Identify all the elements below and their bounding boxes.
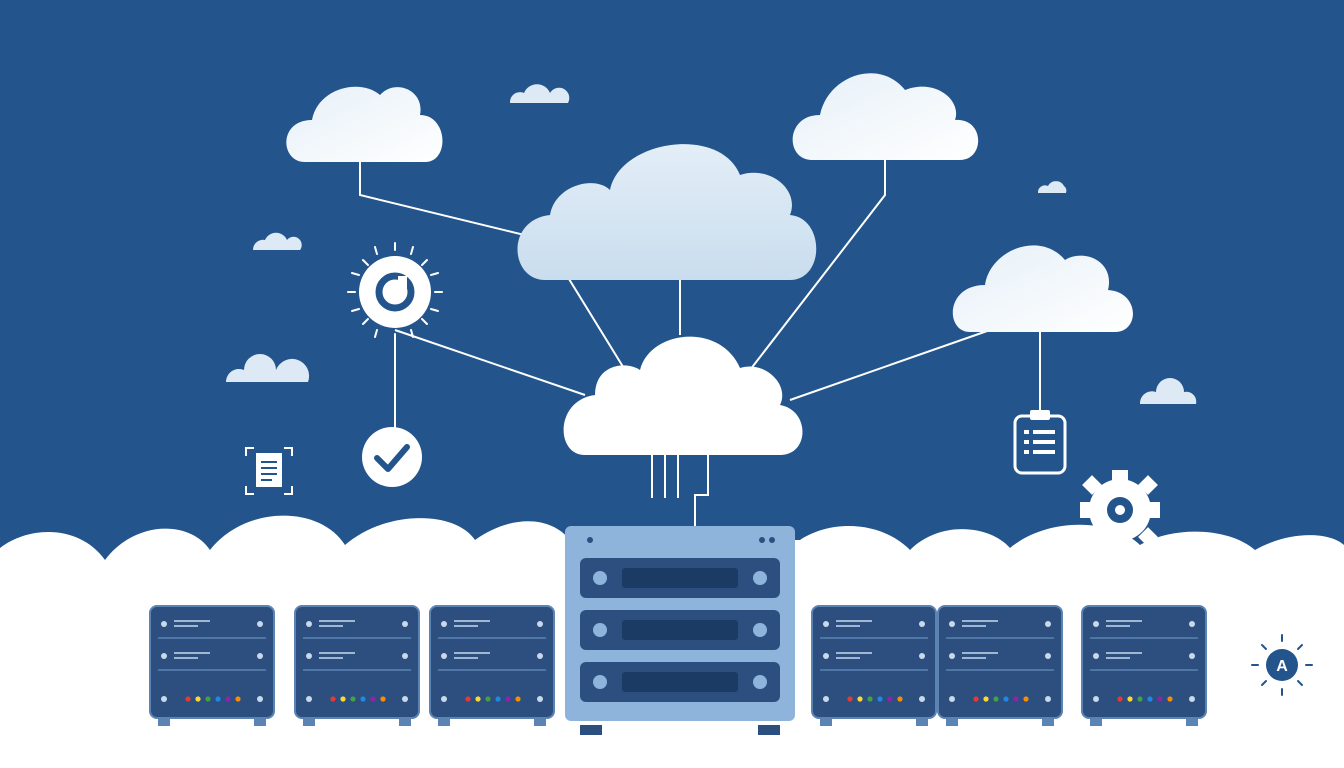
document-frame-icon [245, 447, 293, 495]
server-unit [811, 605, 937, 726]
status-led [205, 696, 211, 702]
status-led [485, 696, 491, 702]
status-led [983, 696, 989, 702]
status-led [867, 696, 873, 702]
cloud-hub [563, 336, 803, 455]
cloud-right [952, 245, 1133, 332]
cloud-top-right [792, 73, 979, 160]
network-connections [359, 160, 1041, 528]
status-led [195, 696, 201, 702]
small-cloud [252, 232, 302, 250]
status-led [370, 696, 376, 702]
status-led [185, 696, 191, 702]
status-led [340, 696, 346, 702]
sparkle-badge-icon: A [1251, 634, 1313, 696]
status-led [1157, 696, 1163, 702]
small-cloud [1037, 181, 1067, 193]
badge-letter: A [1276, 658, 1288, 675]
status-led [225, 696, 231, 702]
small-cloud [509, 84, 570, 103]
server-bay [580, 662, 780, 702]
cloud-central-large [517, 144, 817, 280]
small-clouds [226, 84, 1197, 404]
server-bay [580, 610, 780, 650]
status-led [897, 696, 903, 702]
small-cloud [226, 354, 310, 382]
status-led [505, 696, 511, 702]
gear-icon [1080, 470, 1160, 550]
status-led [515, 696, 521, 702]
server-unit [1081, 605, 1207, 726]
server-unit [149, 605, 275, 726]
status-led [465, 696, 471, 702]
status-led [1167, 696, 1173, 702]
status-led [973, 696, 979, 702]
server-row [149, 605, 1207, 726]
status-led [1147, 696, 1153, 702]
status-led [1137, 696, 1143, 702]
status-led [1013, 696, 1019, 702]
server-unit [294, 605, 420, 726]
checkmark-icon [362, 427, 422, 487]
status-led [235, 696, 241, 702]
status-led [877, 696, 883, 702]
status-led [1003, 696, 1009, 702]
status-led [887, 696, 893, 702]
status-led [1117, 696, 1123, 702]
status-led [330, 696, 336, 702]
status-led [380, 696, 386, 702]
main-server-rack [565, 526, 795, 735]
small-cloud [1139, 378, 1197, 404]
server-bay [580, 558, 780, 598]
status-led [847, 696, 853, 702]
server-unit [937, 605, 1063, 726]
server-unit [429, 605, 555, 726]
status-led [993, 696, 999, 702]
status-led [495, 696, 501, 702]
status-led [360, 696, 366, 702]
status-led [215, 696, 221, 702]
status-led [1127, 696, 1133, 702]
status-led [857, 696, 863, 702]
status-led [1023, 696, 1029, 702]
checklist-icon [1013, 410, 1067, 475]
status-led [350, 696, 356, 702]
cloud-top-left [286, 86, 443, 162]
settings-sync-icon [347, 242, 443, 342]
status-led [475, 696, 481, 702]
